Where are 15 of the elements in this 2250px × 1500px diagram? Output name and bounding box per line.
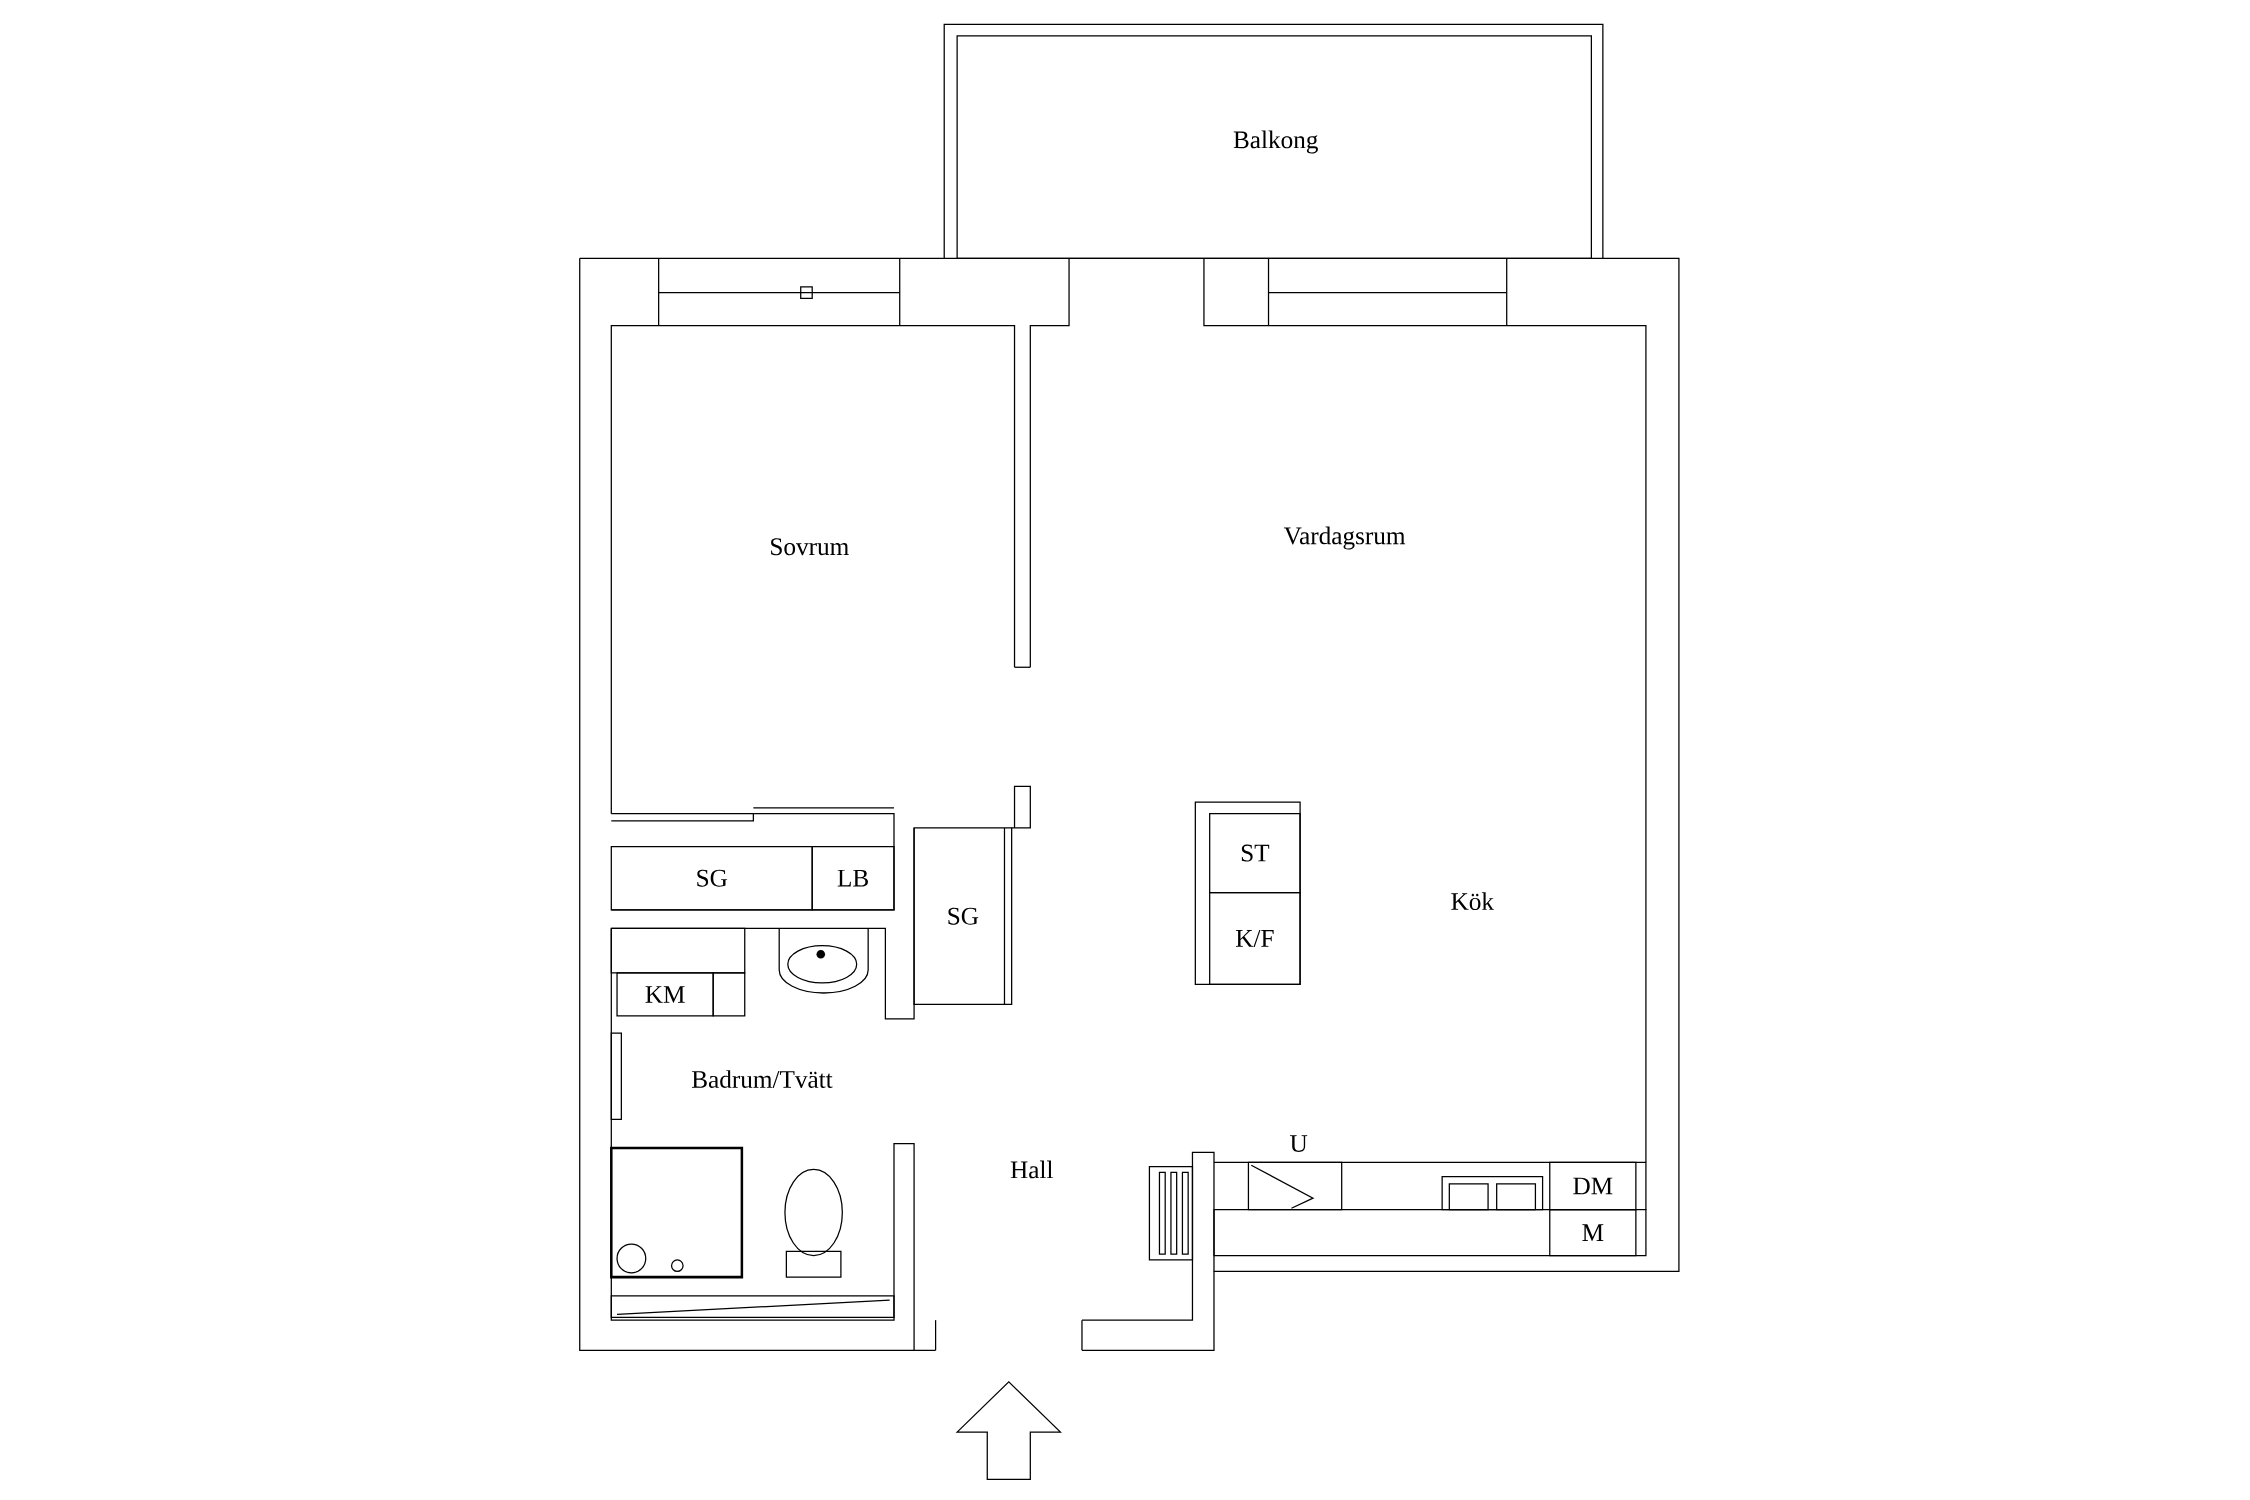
balcony-box: Balkong bbox=[956, 35, 1592, 260]
room-label: Sovrum bbox=[771, 538, 849, 556]
fixture-label: U bbox=[1290, 1135, 1308, 1153]
fixture-box: M bbox=[1549, 1209, 1637, 1257]
fixture-box: DM bbox=[1549, 1161, 1637, 1211]
fixture-box: K/F bbox=[1209, 892, 1301, 986]
room-label: Hall bbox=[1010, 1160, 1053, 1179]
fixture-box: SG bbox=[610, 846, 813, 911]
fixture-box: SG bbox=[913, 827, 1013, 1006]
fixture-box: ST bbox=[1209, 813, 1301, 894]
room-label: Kök bbox=[1451, 892, 1494, 911]
fixture-box: KM bbox=[616, 972, 714, 1017]
room-label: Badrum/Tvätt bbox=[691, 1070, 833, 1089]
fixture-box: LB bbox=[811, 846, 895, 911]
room-label: Vardagsrum bbox=[1283, 526, 1406, 550]
